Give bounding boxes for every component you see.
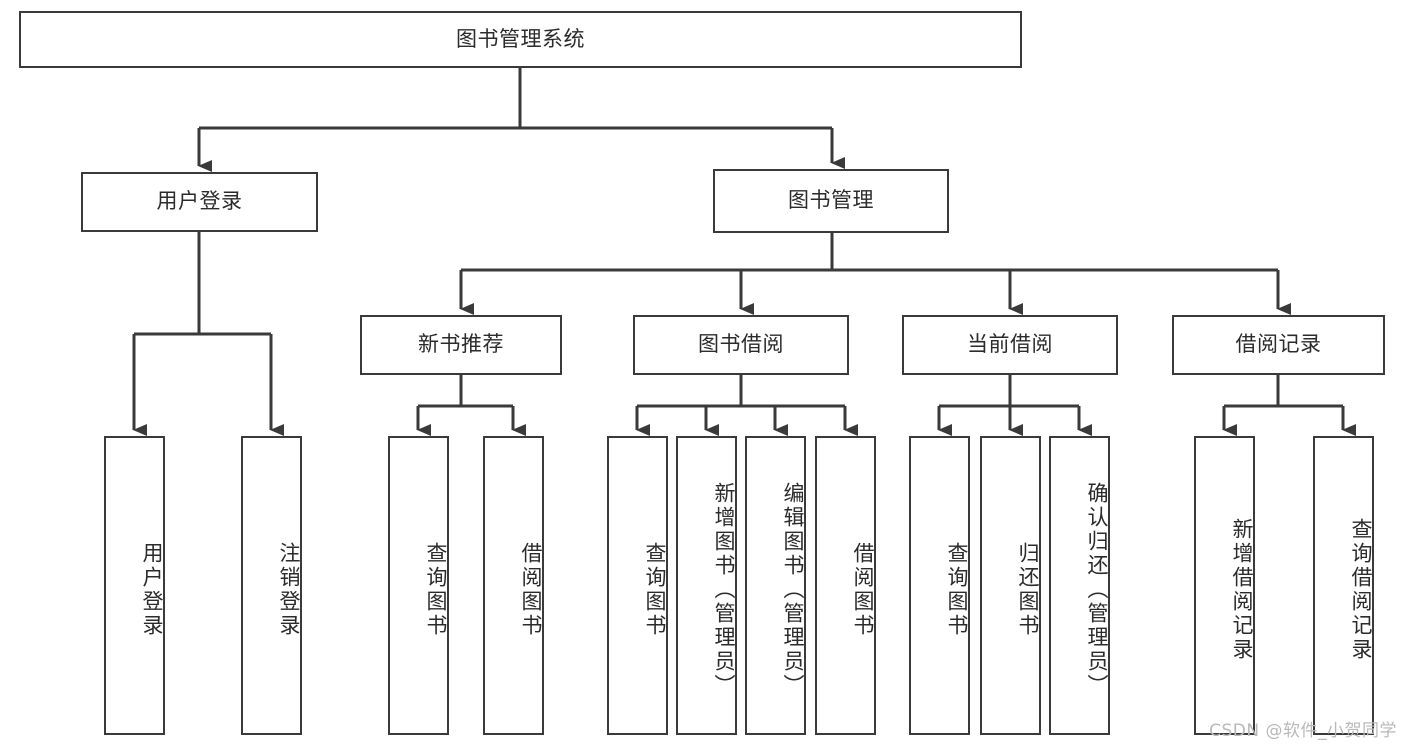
node-leaf-query-record[interactable]: 查询借阅记录 bbox=[1313, 436, 1374, 735]
node-leaf-add-record[interactable]: 新增借阅记录 bbox=[1194, 436, 1255, 735]
node-root[interactable]: 图书管理系统 bbox=[19, 11, 1022, 68]
node-leaf-confirm-return-label: 确认归还（管理员） bbox=[1085, 481, 1109, 698]
node-new-book-rec-label: 新书推荐 bbox=[418, 332, 504, 357]
node-borrow-record[interactable]: 借阅记录 bbox=[1172, 315, 1385, 375]
node-leaf-add-book[interactable]: 新增图书（管理员） bbox=[676, 436, 737, 735]
node-leaf-add-record-label: 新增借阅记录 bbox=[1230, 517, 1254, 662]
node-leaf-query-book-3[interactable]: 查询图书 bbox=[909, 436, 970, 735]
node-leaf-borrow-book-1[interactable]: 借阅图书 bbox=[483, 436, 544, 735]
node-leaf-borrow-book-2[interactable]: 借阅图书 bbox=[815, 436, 876, 735]
node-book-borrow-label: 图书借阅 bbox=[698, 332, 784, 357]
node-leaf-return-book-label: 归还图书 bbox=[1016, 541, 1040, 638]
node-leaf-query-record-label: 查询借阅记录 bbox=[1349, 517, 1373, 662]
node-leaf-confirm-return[interactable]: 确认归还（管理员） bbox=[1049, 436, 1110, 735]
node-borrow-record-label: 借阅记录 bbox=[1235, 332, 1322, 357]
node-leaf-edit-book[interactable]: 编辑图书（管理员） bbox=[745, 436, 806, 735]
node-leaf-user-login-label: 用户登录 bbox=[140, 541, 164, 638]
node-new-book-rec[interactable]: 新书推荐 bbox=[360, 315, 562, 375]
node-book-borrow[interactable]: 图书借阅 bbox=[633, 315, 849, 375]
node-leaf-logout-label: 注销登录 bbox=[277, 541, 301, 638]
node-leaf-logout[interactable]: 注销登录 bbox=[241, 436, 302, 735]
node-leaf-query-book-2[interactable]: 查询图书 bbox=[607, 436, 668, 735]
node-root-label: 图书管理系统 bbox=[456, 26, 585, 51]
node-user-login-label: 用户登录 bbox=[156, 189, 243, 214]
node-book-manage[interactable]: 图书管理 bbox=[713, 169, 949, 233]
node-current-borrow[interactable]: 当前借阅 bbox=[902, 315, 1118, 375]
node-leaf-user-login[interactable]: 用户登录 bbox=[104, 436, 165, 735]
node-leaf-edit-book-label: 编辑图书（管理员） bbox=[781, 481, 805, 698]
node-leaf-borrow-book-1-label: 借阅图书 bbox=[519, 541, 543, 638]
node-leaf-return-book[interactable]: 归还图书 bbox=[980, 436, 1041, 735]
node-leaf-add-book-label: 新增图书（管理员） bbox=[712, 481, 736, 698]
node-book-manage-label: 图书管理 bbox=[788, 188, 874, 213]
node-current-borrow-label: 当前借阅 bbox=[967, 332, 1053, 357]
node-leaf-query-book-1-label: 查询图书 bbox=[424, 541, 448, 638]
node-leaf-query-book-2-label: 查询图书 bbox=[643, 541, 667, 638]
node-user-login[interactable]: 用户登录 bbox=[81, 172, 318, 232]
node-leaf-borrow-book-2-label: 借阅图书 bbox=[851, 541, 875, 638]
node-leaf-query-book-1[interactable]: 查询图书 bbox=[388, 436, 449, 735]
node-leaf-query-book-3-label: 查询图书 bbox=[945, 541, 969, 638]
